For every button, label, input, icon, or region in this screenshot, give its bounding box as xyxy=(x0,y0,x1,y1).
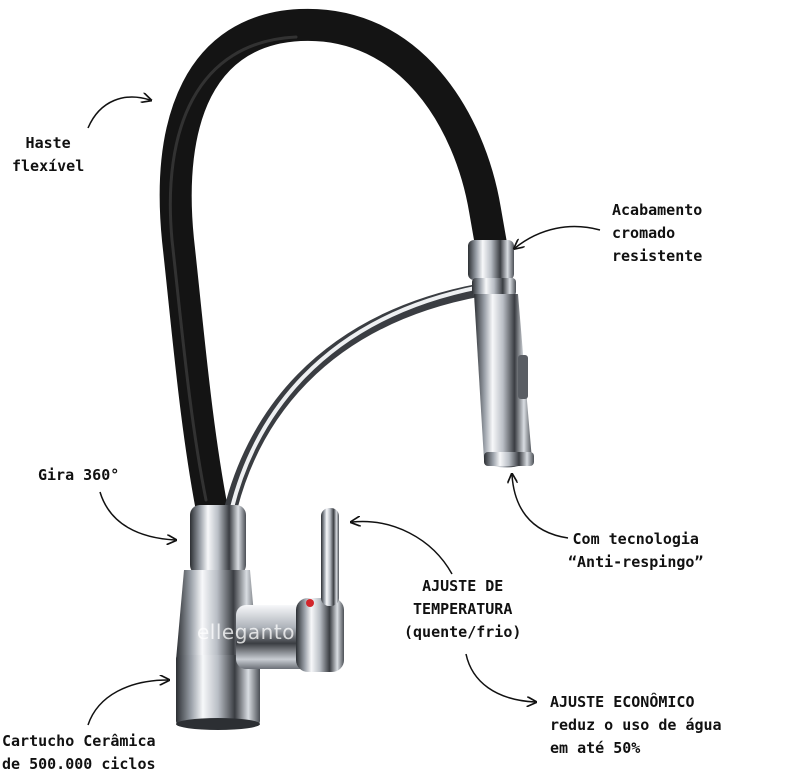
label-line: (quente/frio) xyxy=(404,623,522,641)
spray-head xyxy=(474,294,532,468)
label-line: AJUSTE DE xyxy=(422,577,504,595)
label-haste-flexivel: Haste flexível xyxy=(12,132,84,178)
label-line: cromado xyxy=(612,224,676,242)
flexible-hose xyxy=(159,8,508,536)
label-line: flexível xyxy=(12,157,85,175)
chrome-arm xyxy=(221,283,487,527)
label-line: TEMPERATURA xyxy=(413,600,513,618)
temperature-indicator xyxy=(306,599,314,607)
arrow-gira xyxy=(99,491,175,540)
watermark-text: elleganto xyxy=(197,620,295,644)
label-gira-360: Gira 360° xyxy=(38,464,119,487)
spray-button xyxy=(518,355,528,399)
arrow-acabamento xyxy=(515,225,601,248)
cartridge-cap xyxy=(296,598,344,672)
label-line: AJUSTE ECONÔMICO xyxy=(550,693,695,711)
arrow-haste xyxy=(87,97,150,129)
label-line: resistente xyxy=(612,247,703,265)
chrome-arm-highlight xyxy=(228,285,482,518)
label-anti-respingo: Com tecnologia “Anti-respingo” xyxy=(568,528,703,574)
label-line: Cartucho Cerâmica xyxy=(2,732,156,750)
arrow-temperatura xyxy=(352,521,453,575)
arrow-economico xyxy=(465,653,535,702)
arrow-cartucho xyxy=(87,680,168,726)
spray-head-collar xyxy=(468,240,514,280)
label-line: Com tecnologia xyxy=(572,530,699,548)
temperature-lever xyxy=(321,508,339,606)
label-line: “Anti-respingo” xyxy=(568,553,704,571)
label-line: Haste xyxy=(25,134,71,152)
label-ajuste-temperatura: AJUSTE DE TEMPERATURA (quente/frio) xyxy=(404,575,521,644)
hose-highlight xyxy=(168,35,298,502)
spray-head-ring xyxy=(472,278,516,296)
swivel-collar xyxy=(190,505,246,575)
faucet-base xyxy=(176,655,260,725)
base-bottom xyxy=(176,718,260,730)
label-line: em até 50% xyxy=(550,739,641,757)
label-line: reduz o uso de água xyxy=(550,716,722,734)
label-line: de 500.000 ciclos xyxy=(2,755,156,773)
spray-nozzle xyxy=(484,452,534,466)
arrow-tecnologia xyxy=(512,475,569,539)
label-ajuste-economico: AJUSTE ECONÔMICO reduz o uso de água em … xyxy=(550,691,722,760)
label-cartucho-ceramica: Cartucho Cerâmica de 500.000 ciclos xyxy=(2,730,156,776)
label-line: Gira 360° xyxy=(38,466,120,484)
label-acabamento-cromado: Acabamento cromado resistente xyxy=(612,199,702,268)
label-line: Acabamento xyxy=(612,201,703,219)
